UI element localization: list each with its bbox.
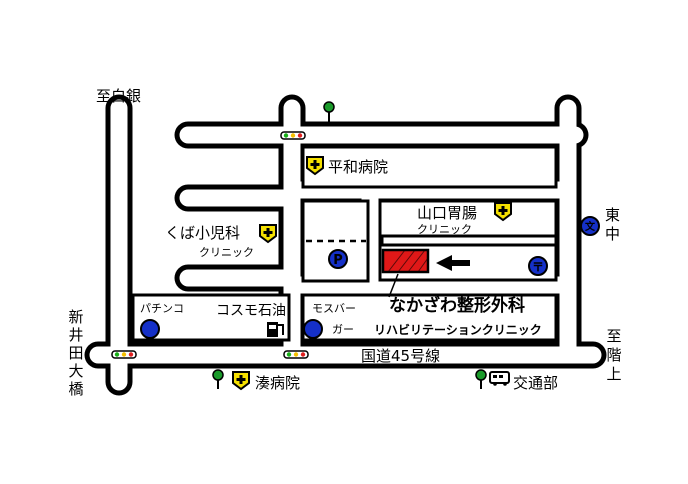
- block-heiwa: [301, 145, 558, 189]
- mos-burger-marker-icon: [303, 319, 323, 339]
- label-to-kaijo: 至階上: [606, 327, 621, 383]
- tree-icon: [323, 101, 335, 122]
- label-clinic-sub: リハビリテーションクリニック: [374, 322, 542, 337]
- label-niida-bridge: 新井田大橋: [68, 308, 83, 398]
- traffic-signal-icon: [280, 131, 306, 140]
- pachinko-marker-icon: [140, 319, 160, 339]
- tree-icon: [212, 369, 224, 389]
- hospital-cross-icon: [494, 202, 512, 222]
- block-yamaguchi: [378, 199, 558, 238]
- hospital-cross-icon: [259, 224, 277, 244]
- pointer-line: [388, 273, 399, 298]
- svg-text:〒: 〒: [532, 260, 544, 274]
- label-kuba: くば小児科: [165, 224, 240, 242]
- label-heiwa-hospital: 平和病院: [328, 158, 388, 176]
- label-pachinko: パチンコ: [140, 302, 184, 315]
- label-to-shirogane: 至白銀: [96, 87, 141, 105]
- target-red-building: [381, 248, 430, 274]
- label-east: 東: [605, 206, 620, 224]
- target-location: [381, 248, 470, 298]
- arrow-left-icon: [436, 255, 470, 271]
- svg-text:P: P: [333, 253, 343, 268]
- block-mos: [301, 293, 558, 342]
- label-naka: 中: [605, 225, 620, 243]
- parking-icon: P: [328, 249, 348, 269]
- label-kotsubu: 交通部: [513, 374, 558, 392]
- label-yamaguchi: 山口胃腸: [417, 204, 477, 222]
- block-cosmo: [131, 293, 291, 342]
- svg-text:文: 文: [585, 220, 596, 233]
- label-minato-hospital: 湊病院: [255, 374, 300, 392]
- bus-icon: [489, 371, 510, 386]
- traffic-signal-icon: [283, 350, 309, 359]
- hospital-cross-icon: [306, 156, 324, 176]
- gas-station-icon: [267, 322, 284, 337]
- road-network: [84, 94, 607, 396]
- label-yamaguchi-sub: クリニック: [417, 223, 472, 236]
- label-mos-1: モスバー: [312, 302, 356, 315]
- label-mos-2: ガー: [332, 323, 354, 336]
- map-labels: 至白銀 平和病院 山口胃腸 クリニック くば小児科 クリニック 東 中 パチンコ…: [96, 87, 620, 392]
- hospital-cross-icon: [232, 371, 250, 391]
- label-clinic-name: なかざわ整形外科: [389, 295, 525, 316]
- label-route45: 国道45号線: [361, 347, 440, 365]
- school-icon: 文: [580, 216, 600, 236]
- label-kuba-sub: クリニック: [199, 246, 254, 259]
- traffic-signal-icon: [111, 350, 137, 359]
- label-to-kaijo-text: 至階上: [606, 327, 621, 383]
- label-niida-bridge-text: 新井田大橋: [68, 308, 83, 398]
- label-cosmo: コスモ石油: [216, 303, 286, 319]
- tree-icon: [475, 369, 487, 389]
- post-office-icon: 〒: [528, 256, 548, 276]
- block-parking: [301, 199, 370, 283]
